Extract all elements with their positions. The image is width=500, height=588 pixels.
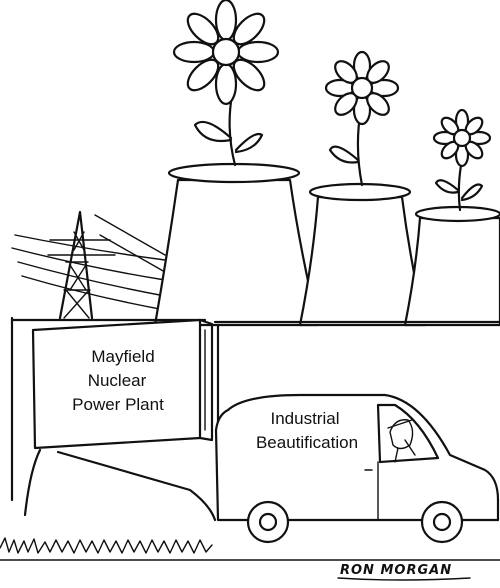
van-text-line-2: Beautification <box>256 433 358 452</box>
driver <box>387 419 416 463</box>
flower-small <box>432 108 492 212</box>
plant-sign: Mayfield Nuclear Power Plant <box>31 318 214 450</box>
sign-line-1: Mayfield <box>91 347 154 366</box>
road <box>0 448 500 561</box>
cooling-tower-small <box>403 205 500 327</box>
cooling-tower-large <box>153 162 320 327</box>
perimeter-wall <box>10 316 500 502</box>
cooling-tower-medium <box>298 182 427 327</box>
signature-text: RON MORGAN <box>340 563 452 578</box>
grass <box>0 537 213 554</box>
electricity-pylon <box>47 210 116 320</box>
van-text-line-1: Industrial <box>271 409 340 428</box>
power-lines <box>11 214 166 311</box>
sign-line-2: Nuclear <box>88 371 147 390</box>
flower-large <box>172 0 280 167</box>
van: Industrial Beautification <box>214 393 500 544</box>
flower-medium <box>324 50 400 187</box>
artist-signature: RON MORGAN <box>337 563 471 581</box>
sign-line-3: Power Plant <box>72 395 164 414</box>
